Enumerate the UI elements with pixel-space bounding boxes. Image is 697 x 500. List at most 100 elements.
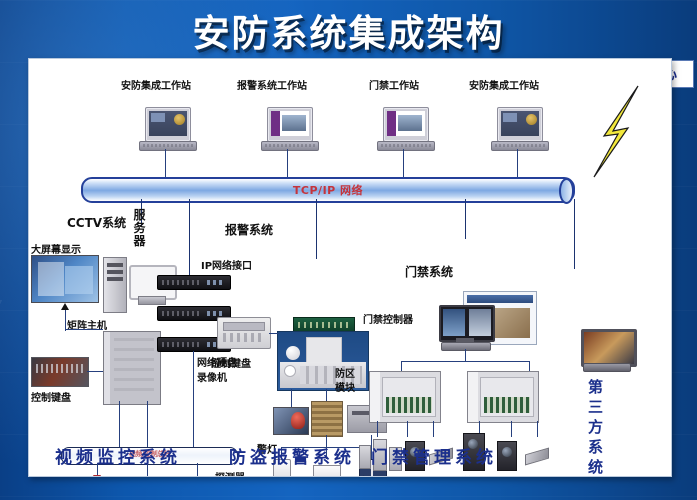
monitor-1 — [145, 107, 191, 142]
cctv-control-keyboard-label: 控制键盘 — [31, 393, 71, 404]
card-reader-5 — [497, 441, 517, 471]
link-pipe-cam2 — [147, 463, 148, 476]
link-detector-1 — [281, 447, 282, 459]
arrow-to-camera-1 — [93, 475, 101, 476]
keyboard-1 — [139, 141, 197, 151]
slide-title: 安防系统集成架构 — [192, 11, 505, 55]
third-party-base — [583, 363, 631, 372]
detector-wall — [313, 465, 341, 476]
arrow-to-bigscreen — [61, 303, 69, 310]
nvr-unit-2 — [157, 306, 231, 321]
access-monitor-stand — [456, 338, 474, 343]
alarm-panel-tray — [280, 362, 366, 388]
keyboard-2 — [261, 141, 319, 151]
workstation-label-4: 安防集成工作站 — [469, 81, 539, 92]
video-bus-pipe: 视频/控制总线 — [61, 447, 238, 465]
link-controller-bar — [401, 361, 529, 362]
section-title-third-party: 第三方系统 — [587, 378, 603, 476]
link-pipe-cam3 — [197, 463, 198, 476]
link-panel-siren — [291, 389, 292, 409]
access-controller-cabinet-1 — [369, 371, 441, 423]
nvr-unit-1 — [157, 275, 231, 290]
link-zone-detectors — [326, 435, 327, 447]
link-ws3-bus — [403, 149, 404, 177]
card-reader-1 — [359, 445, 371, 469]
tcpip-network-label: TCP/IP 网络 — [292, 184, 364, 197]
detector-pir — [273, 459, 291, 476]
workstation-label-2: 报警系统工作站 — [237, 81, 307, 92]
cabinet-1-inner — [382, 377, 436, 417]
server-monitor-base — [138, 296, 166, 305]
alarm-control-keyboard-label: 控制键盘 — [211, 359, 251, 370]
workstation-computer-1 — [139, 107, 197, 153]
ip-interface-label: IP网络接口 — [201, 261, 253, 272]
nvr-label-line1: 网络硬盘 — [197, 358, 237, 369]
card-reader-3 — [389, 447, 402, 471]
link-panel-zone — [326, 389, 327, 409]
zone-module-box — [311, 401, 343, 437]
section-title-cctv: 视频监控系统 — [55, 448, 181, 468]
monitor-3 — [383, 107, 429, 142]
workstation-computer-2 — [261, 107, 319, 153]
link-access-ws-down — [465, 349, 466, 361]
card-reader-label: 读卡器 — [357, 473, 387, 476]
link-bigscreen-matrix — [65, 329, 103, 330]
link-cab2-fp — [479, 421, 480, 437]
link-bigscreen-up — [65, 309, 66, 331]
link-cab1-reader1 — [377, 421, 378, 437]
zone-module-label-2: 模块 — [335, 383, 355, 394]
link-nvr-pipe — [193, 351, 194, 447]
access-workstation-monitor — [439, 305, 495, 351]
section-title-alarm: 防盗报警系统 — [229, 448, 355, 468]
card-reader-2 — [373, 439, 387, 471]
matrix-host-label: 矩阵主机 — [67, 321, 107, 332]
access-monitor-keyboard — [441, 342, 491, 351]
server-label: 服务器 — [133, 208, 146, 248]
link-bus-server — [141, 199, 142, 227]
alarm-control-panel — [277, 331, 369, 391]
monitor-2 — [267, 107, 313, 142]
diagram-panel: 安防集成工作站 报警系统工作站 门禁工作站 安防集成工作站 TCP/IP — [28, 58, 672, 477]
cabinet-2-inner — [480, 377, 534, 417]
alarm-panel-front — [306, 337, 342, 365]
card-reader-4 — [405, 441, 425, 471]
link-cab1-reader2 — [407, 421, 408, 437]
server-tower — [103, 257, 127, 313]
screen-1 — [149, 111, 187, 136]
link-detector-3 — [371, 435, 372, 459]
link-cab2-lock — [537, 421, 538, 437]
siren-label: 警灯 — [257, 445, 277, 456]
access-system-label: 门禁系统 — [405, 265, 454, 279]
link-keyboard-matrix — [87, 371, 103, 372]
fingerprint-label: 指纹仪 — [453, 473, 483, 476]
link-detector-2 — [326, 447, 327, 459]
keyboard-4 — [491, 141, 549, 151]
workstation-label-1: 安防集成工作站 — [121, 81, 191, 92]
link-cab1-lock — [433, 421, 434, 437]
monitor-4 — [497, 107, 543, 142]
control-keyboard-photo — [31, 357, 89, 387]
detector-label: 探测器 — [215, 469, 245, 476]
ip-network-interface-board — [293, 317, 355, 334]
big-screen-display — [31, 255, 99, 303]
link-ws1-bus — [165, 149, 166, 177]
workstation-label-3: 门禁工作站 — [369, 81, 419, 92]
link-ws2-bus — [287, 149, 288, 177]
tcpip-network-bus: TCP/IP 网络 — [81, 177, 575, 204]
screen-2 — [271, 111, 309, 136]
link-cab2-reader — [511, 421, 512, 437]
link-matrix-pipe-a — [119, 401, 120, 447]
alarm-panel-sensor — [286, 346, 300, 360]
access-controller-label: 门禁控制器 — [363, 315, 413, 326]
link-controller-1 — [401, 361, 402, 371]
keyboard-3 — [377, 141, 435, 151]
video-bus-label: 视频/控制总线 — [128, 450, 171, 458]
screen-4 — [501, 111, 539, 136]
link-ws4-bus — [517, 149, 518, 177]
link-bus-nvr — [189, 199, 190, 277]
fingerprint-terminal — [463, 433, 485, 471]
third-party-monitor — [581, 329, 637, 372]
workstation-computer-4 — [491, 107, 549, 153]
alarm-control-keyboard — [217, 317, 271, 349]
